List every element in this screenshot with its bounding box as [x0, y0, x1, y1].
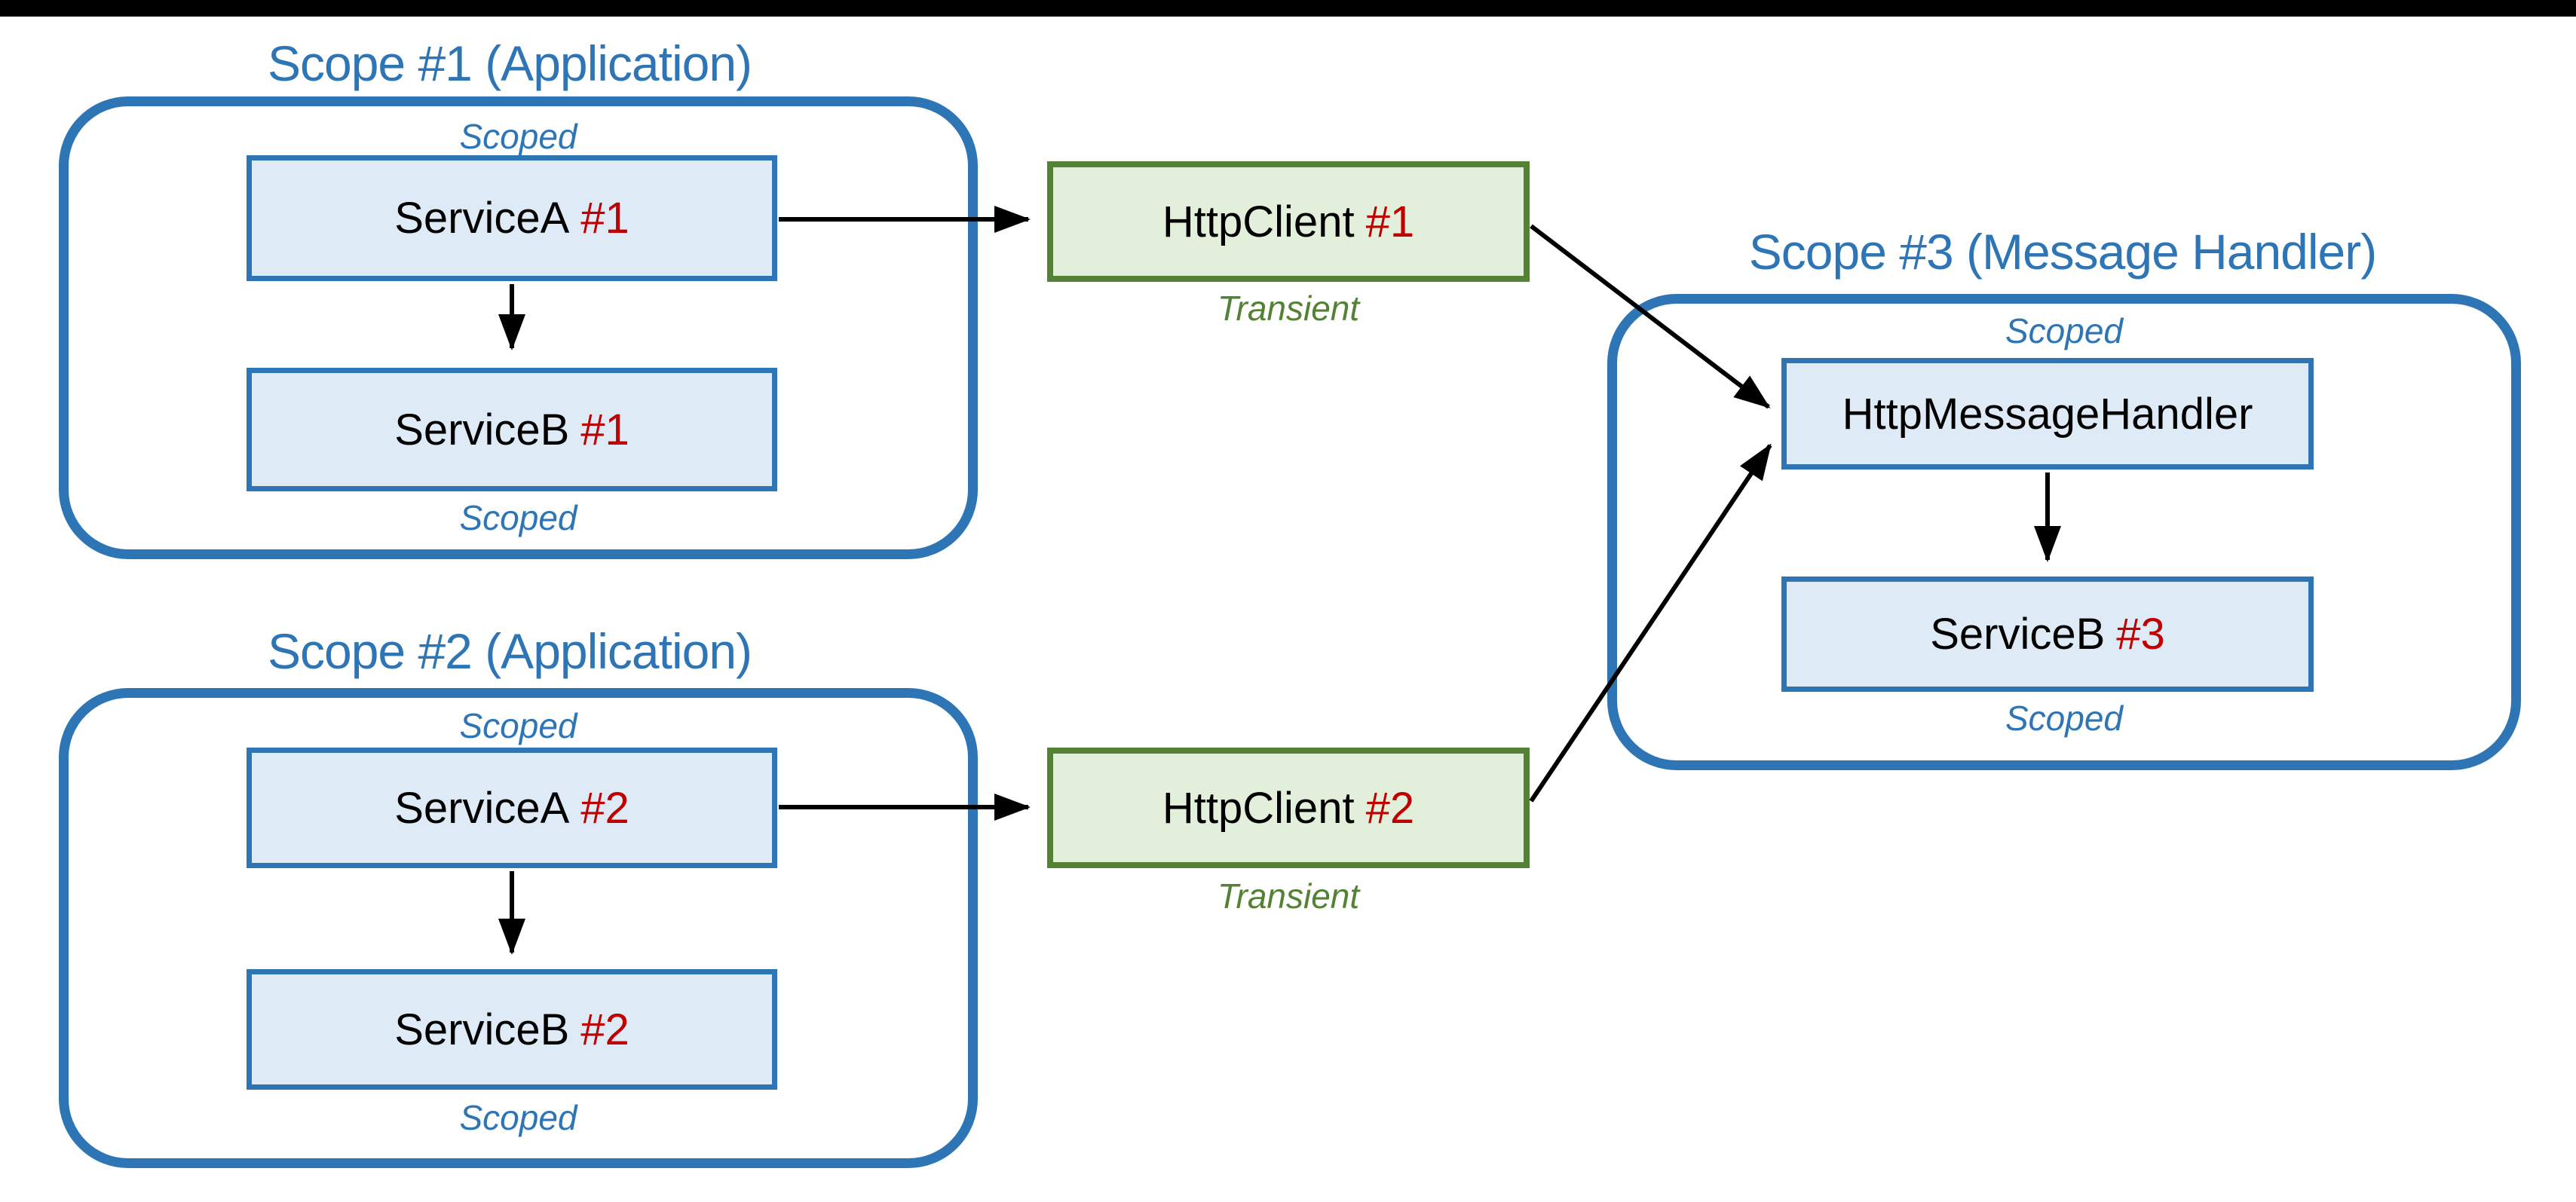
scope2-scoped-label-bottom: Scoped — [459, 1098, 577, 1137]
servicea1-instance-badge: #1 — [580, 194, 629, 243]
serviceb1-node: ServiceB #1 — [247, 368, 777, 491]
httpmessagehandler-label: HttpMessageHandler — [1842, 389, 2253, 439]
httpmessagehandler-node: HttpMessageHandler — [1781, 358, 2314, 469]
serviceb2-instance-badge: #2 — [580, 1005, 629, 1054]
httpclient1-node: HttpClient #1 — [1047, 161, 1530, 282]
servicea1-label: ServiceA — [394, 194, 570, 243]
scope1-scoped-label-top: Scoped — [459, 117, 577, 156]
serviceb1-label: ServiceB — [394, 405, 570, 454]
scope3-scoped-label-top: Scoped — [2005, 311, 2123, 350]
servicea1-node: ServiceA #1 — [247, 155, 777, 281]
httpclient1-instance-badge: #1 — [1365, 197, 1415, 246]
serviceb2-node: ServiceB #2 — [247, 969, 777, 1090]
scope3-container — [1607, 294, 2521, 770]
servicea2-node: ServiceA #2 — [247, 748, 777, 868]
httpclient2-node: HttpClient #2 — [1047, 748, 1530, 868]
serviceb1-instance-badge: #1 — [580, 405, 629, 454]
scope2-title: Scope #2 (Application) — [267, 623, 752, 679]
scope1-container — [59, 96, 978, 559]
scope2-scoped-label-top: Scoped — [459, 706, 577, 745]
serviceb3-label: ServiceB — [1930, 610, 2106, 659]
httpclient2-transient-label: Transient — [1217, 876, 1360, 916]
scope3-scoped-label-bottom: Scoped — [2005, 699, 2123, 738]
serviceb2-label: ServiceB — [394, 1005, 570, 1054]
servicea2-instance-badge: #2 — [580, 783, 629, 833]
httpclient2-label: HttpClient — [1162, 783, 1355, 833]
scope3-title: Scope #3 (Message Handler) — [1748, 224, 2377, 280]
serviceb3-instance-badge: #3 — [2116, 610, 2165, 659]
scope1-scoped-label-bottom: Scoped — [459, 498, 577, 537]
serviceb3-node: ServiceB #3 — [1781, 577, 2314, 692]
scope1-title: Scope #1 (Application) — [267, 35, 752, 91]
httpclient1-label: HttpClient — [1162, 197, 1355, 246]
top-letterbox-bar — [0, 0, 2576, 17]
httpclient1-transient-label: Transient — [1217, 289, 1360, 328]
httpclient2-instance-badge: #2 — [1365, 783, 1415, 833]
servicea2-label: ServiceA — [394, 783, 570, 833]
